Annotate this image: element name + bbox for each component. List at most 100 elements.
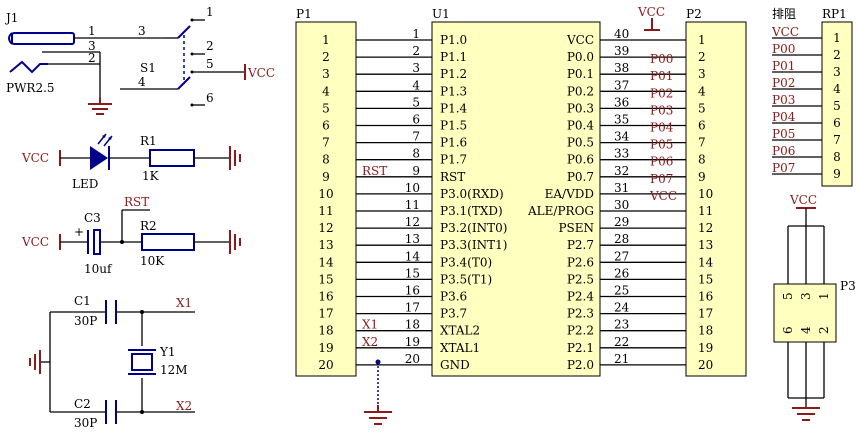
rp1-pin-number: 9 [833, 167, 841, 181]
u1-right-pin-name: P0.6 [567, 153, 594, 167]
rp1-pin-number: 1 [833, 31, 841, 45]
u1-right-net-label: P07 [650, 172, 673, 186]
jack-end-icon [8, 32, 13, 45]
p1-pin-label: 11 [318, 204, 333, 218]
p1-pin-label: 10 [318, 187, 333, 201]
u1-left-pin-name: RST [440, 170, 465, 184]
u1-left-pin-number: 9 [412, 164, 420, 178]
p2-designator: P2 [686, 7, 702, 21]
u1-left-pin-name: P1.1 [440, 50, 467, 64]
u1-right-pin-name: P0.7 [567, 170, 594, 184]
u1-left-net-label: X2 [362, 335, 378, 349]
u1-left-pin-name: GND [440, 358, 470, 372]
u1-left-pin-number: 2 [412, 44, 420, 58]
u1-right-pin-name: P0.2 [567, 84, 594, 98]
jack-spring-icon [9, 60, 48, 74]
u1-right-pin-name: P0.0 [567, 50, 594, 64]
p2-pin-label: 3 [698, 67, 706, 81]
u1-left-pin-number: 3 [412, 61, 420, 75]
u1-left-pin-number: 19 [405, 335, 420, 349]
r1-ground-icon [229, 146, 241, 170]
rp1-net-label: P01 [772, 59, 795, 73]
u1-left-pin-name: P1.5 [440, 119, 467, 133]
u1-left-pin-number: 14 [405, 249, 421, 263]
p3-pin-2: 2 [817, 326, 831, 334]
rp1-net-label: P03 [772, 93, 795, 107]
u1-right-pin-name: P2.7 [567, 238, 594, 252]
p1-pin-label: 16 [318, 290, 333, 304]
u1-right-net-label: P01 [650, 69, 673, 83]
u1-left-pin-name: P1.4 [440, 101, 468, 115]
c2-designator: C2 [74, 397, 91, 411]
u1-left-pin-number: 12 [405, 215, 420, 229]
s1-switch: S1 3 4 1 2 5 6 VCC [120, 5, 275, 107]
u1-left-pin-name: P3.6 [440, 290, 467, 304]
s1-pin-1: 1 [206, 5, 214, 19]
u1-right-pin-number: 24 [614, 301, 630, 315]
s1-vcc-net: VCC [247, 66, 275, 80]
rp1-net-label: P04 [772, 110, 796, 124]
u1-left-pin-number: 16 [405, 284, 420, 298]
u1-left-pin-name: P1.6 [440, 136, 467, 150]
p2-pin-label: 11 [698, 204, 713, 218]
p3-pin-3: 3 [799, 292, 813, 300]
u1-right-pin-number: 21 [614, 352, 629, 366]
p2-pin-label: 8 [698, 153, 706, 167]
p2-pin-label: 16 [698, 290, 713, 304]
p1-pin-label: 18 [318, 324, 333, 338]
u1-left-pin-number: 18 [405, 318, 420, 332]
u1-right-pin-name: P2.0 [567, 358, 594, 372]
u1-right-pin-number: 35 [614, 113, 629, 127]
u1-left-pin-name: P3.5(T1) [440, 272, 492, 286]
u1-left-pin-name: P3.2(INT0) [440, 221, 507, 235]
j1-ground-icon [88, 98, 112, 115]
c3-capacitor-icon [93, 229, 101, 255]
x2-net-label: X2 [176, 399, 192, 413]
u1-right-net-label: P03 [650, 103, 673, 117]
j1-pin-2: 2 [88, 51, 96, 65]
c2-value: 30P [74, 416, 97, 430]
u1-right-pin-number: 22 [614, 335, 629, 349]
s1-designator: S1 [140, 61, 156, 75]
rp1-net-label: P00 [772, 42, 795, 56]
rp1-net-label: VCC [771, 25, 799, 39]
u1-left-pin-number: 11 [405, 198, 420, 212]
rp1-pin-number: 2 [833, 48, 841, 62]
u1-right-pin-number: 34 [614, 130, 630, 144]
u1-left-pin-name: P1.3 [440, 84, 467, 98]
p2-pin-label: 2 [698, 50, 706, 64]
u1-left-pin-name: P1.0 [440, 33, 467, 47]
p2-pin-label: 4 [698, 84, 706, 98]
p3-pin-4: 4 [799, 326, 813, 334]
crystal-circuit: C1 30P C2 30P Y1 12M X1 X2 [29, 294, 195, 430]
p1-pin-label: 8 [322, 153, 330, 167]
u1-left-pin-name: P3.7 [440, 307, 467, 321]
p2-pin-label: 20 [698, 358, 713, 372]
u1-right-pin-number: 29 [614, 215, 629, 229]
p1-pin-label: 5 [322, 101, 330, 115]
u1-right-pin-name: EA/VDD [545, 187, 594, 201]
r1-value: 1K [142, 169, 160, 183]
j1-designator: J1 [4, 11, 18, 25]
u1-right-pin-name: P0.3 [567, 101, 594, 115]
p3-body [773, 283, 837, 343]
u1-left-pin-number: 7 [412, 130, 420, 144]
u1-right-net-label: P05 [650, 138, 673, 152]
u1-left-pin-number: 1 [412, 27, 420, 41]
u1-right-pin-name: P2.3 [567, 307, 594, 321]
r2-ground-icon [229, 230, 241, 254]
y1-designator: Y1 [159, 345, 176, 359]
u1-right-pin-number: 27 [614, 249, 629, 263]
reset-circuit: VCC + RST C3 10uf R2 10K [21, 195, 241, 276]
j1-pin-1: 1 [88, 24, 96, 38]
p1-pin-label: 6 [322, 119, 330, 133]
rp1-pin-number: 3 [833, 65, 841, 79]
rp1-pin-number: 4 [833, 82, 841, 96]
s1-pin-4: 4 [138, 75, 146, 89]
rp1-pin-number: 7 [833, 133, 841, 147]
p3-designator: P3 [840, 279, 856, 293]
p3-pin-5: 5 [781, 292, 795, 300]
u1-right-pin-name: P2.6 [567, 255, 594, 269]
p2-pin-label: 5 [698, 101, 706, 115]
